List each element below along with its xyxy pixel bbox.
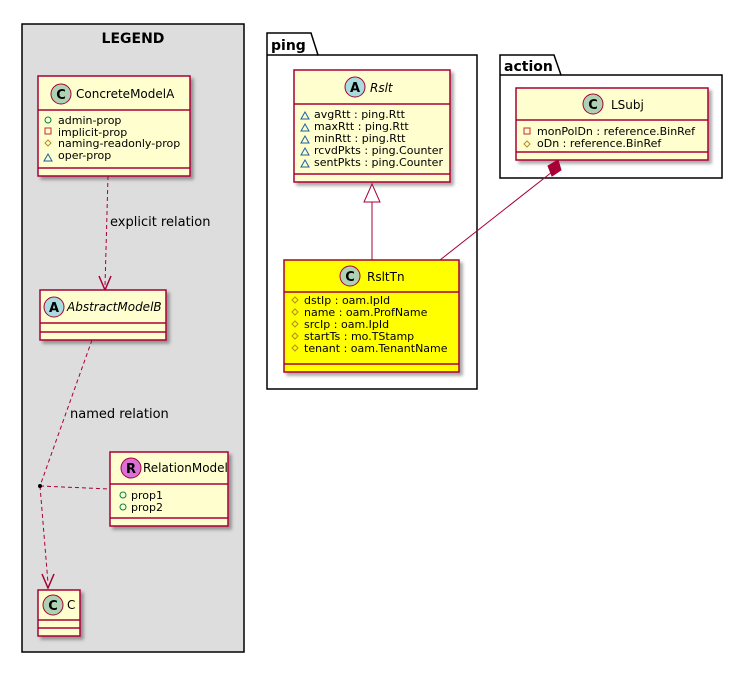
package-name: ping [271, 38, 306, 54]
composition-link [439, 159, 562, 261]
public-visibility-icon [119, 491, 127, 499]
named-relation-arrow: named relation [38, 339, 169, 590]
class-abstract-model-b-content: A AbstractModelB [40, 296, 166, 333]
class-rslt-content: A Rslt avgRtt : ping.Rtt maxRtt : ping.R… [294, 76, 450, 175]
attribute: maxRtt : ping.Rtt [314, 120, 409, 133]
inheritance-arrow [363, 182, 381, 260]
attribute: naming-readonly-prop [58, 137, 180, 150]
class-name: RelationModel [143, 461, 228, 475]
attribute: implicit-prop [58, 126, 127, 139]
class-stereotype-icon: C [56, 88, 66, 103]
protected-visibility-icon [291, 320, 299, 328]
class-relation-model-content: R RelationModel prop1 prop2 [110, 457, 228, 519]
protected-visibility-icon [291, 332, 299, 340]
class-name: ConcreteModelA [76, 87, 175, 101]
attribute: monPolDn : reference.BinRef [537, 125, 696, 138]
class-c-content: C C [38, 594, 80, 629]
attribute: oper-prop [58, 149, 111, 162]
class-rslttn-content: C RsltTn dstIp : oam.IpId name : oam.Pro… [284, 265, 459, 365]
attribute: admin-prop [58, 114, 121, 127]
public-visibility-icon [44, 116, 52, 124]
package-visibility-icon [300, 158, 310, 168]
class-lsubj[interactable] [515, 87, 709, 161]
attribute: prop2 [131, 501, 163, 514]
protected-visibility-icon [44, 139, 52, 147]
class-lsubj-content: C LSubj monPolDn : reference.BinRef oDn … [516, 93, 708, 153]
attribute: srcIp : oam.IpId [304, 318, 389, 331]
attribute: tenant : oam.TenantName [304, 342, 448, 355]
private-visibility-icon [44, 127, 52, 135]
package-visibility-icon [300, 146, 310, 156]
class-rslttn[interactable] [283, 259, 460, 373]
class-name: C [67, 598, 75, 612]
class-name: AbstractModelB [66, 300, 162, 314]
class-stereotype-icon: C [345, 270, 355, 285]
protected-visibility-icon [523, 140, 531, 148]
private-visibility-icon [523, 127, 531, 135]
class-stereotype-icon: C [48, 599, 58, 614]
package-visibility-icon [300, 110, 310, 120]
relation-stereotype-icon: R [126, 462, 136, 477]
abstract-stereotype-icon: A [350, 81, 360, 96]
package-visibility-icon [43, 152, 53, 162]
protected-visibility-icon [291, 308, 299, 316]
attribute: sentPkts : ping.Counter [314, 156, 443, 169]
relation-label: explicit relation [110, 215, 210, 230]
package-name: action [504, 59, 553, 75]
class-concrete-model-a-content: C ConcreteModelA admin-prop implicit-pro… [38, 83, 190, 169]
protected-visibility-icon [291, 296, 299, 304]
legend-title: LEGEND [102, 31, 165, 47]
public-visibility-icon [119, 503, 127, 511]
class-stereotype-icon: C [588, 98, 598, 113]
attribute: minRtt : ping.Rtt [314, 132, 406, 145]
class-name: LSubj [611, 98, 644, 112]
attribute: avgRtt : ping.Rtt [314, 108, 406, 121]
class-name: Rslt [370, 81, 394, 95]
attribute: oDn : reference.BinRef [537, 137, 662, 150]
class-rslt[interactable] [293, 69, 451, 183]
package-visibility-icon [300, 122, 310, 132]
protected-visibility-icon [291, 344, 299, 352]
attribute: prop1 [131, 489, 163, 502]
attribute: name : oam.ProfName [304, 306, 428, 319]
relation-label: named relation [70, 407, 169, 422]
attribute: startTs : mo.TStamp [304, 330, 414, 343]
package-visibility-icon [300, 134, 310, 144]
abstract-stereotype-icon: A [49, 301, 59, 316]
class-name: RsltTn [367, 270, 405, 284]
attribute: rcvdPkts : ping.Counter [314, 144, 443, 157]
attribute: dstIp : oam.IpId [304, 294, 390, 307]
